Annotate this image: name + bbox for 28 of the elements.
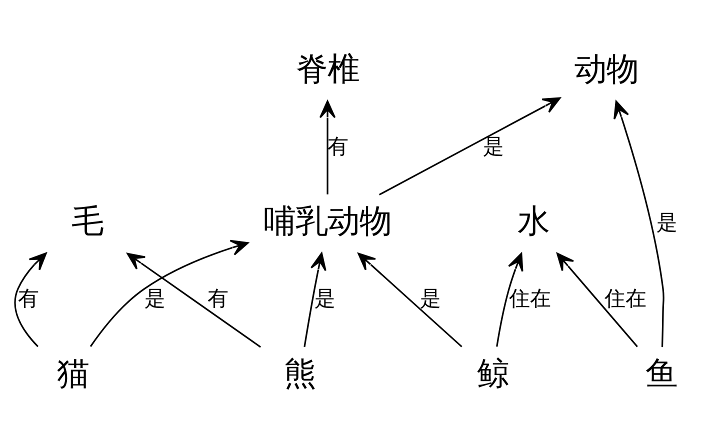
edge-label: 是 (656, 210, 678, 235)
arrow (496, 252, 524, 347)
node-text: 鲸 (476, 354, 509, 392)
edge-label: 有 (18, 286, 40, 311)
arrow (126, 252, 262, 348)
edge-label: 是 (420, 286, 441, 311)
arrow (614, 100, 664, 348)
node-text: 水 (517, 202, 550, 240)
node-text: 鱼 (645, 354, 678, 392)
node-text: 脊椎 (296, 50, 360, 88)
node-text: 熊 (284, 354, 316, 392)
arrow (90, 240, 249, 347)
edge-label: 是 (314, 286, 336, 311)
arrow (14, 252, 47, 348)
edge-label: 有 (208, 286, 229, 311)
node-text: 毛 (72, 202, 104, 240)
arrow (358, 252, 462, 348)
edge-label: 住在 (604, 286, 647, 311)
edge-label: 是 (144, 286, 166, 311)
arrow (304, 252, 326, 347)
node-text: 哺乳动物 (264, 202, 392, 240)
arrow (378, 97, 561, 196)
edge-label: 是 (483, 133, 504, 158)
node-text: 动物 (574, 50, 638, 88)
arrow (319, 100, 336, 194)
edge-label: 住在 (509, 286, 552, 311)
node-text: 猫 (57, 354, 90, 392)
arrow (556, 252, 638, 348)
